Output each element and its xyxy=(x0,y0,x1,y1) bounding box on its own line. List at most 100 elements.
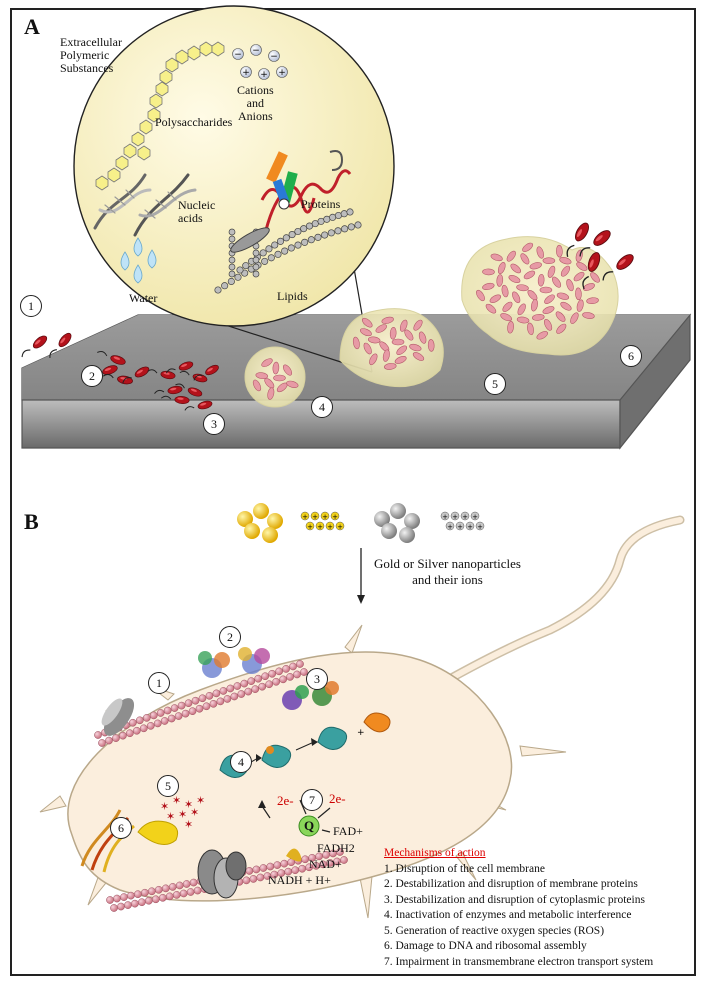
svg-text:+: + xyxy=(278,68,286,78)
biofilm-cell xyxy=(512,291,521,304)
eps-zoom-circle xyxy=(73,5,395,327)
eps-title: Extracellular Polymeric Substances xyxy=(60,35,122,75)
fad-label: FAD+ xyxy=(333,824,363,838)
ros-star-icon: ✶ xyxy=(172,794,181,807)
biofilm-cell xyxy=(383,363,397,370)
biofilm-stage-5 xyxy=(339,308,444,388)
ros-star-icon: ✶ xyxy=(184,798,193,811)
biofilm-cell xyxy=(520,253,530,265)
biofilm-cell xyxy=(542,257,556,264)
biofilm-cell xyxy=(575,287,582,301)
biofilm-cell xyxy=(523,270,536,280)
mechanisms-legend: Mechanisms of action 1. Disruption of th… xyxy=(384,846,684,970)
biofilm-cell xyxy=(508,275,521,283)
svg-text:+: + xyxy=(302,513,308,521)
legend-item-1: 1. Disruption of the cell membrane xyxy=(384,862,545,875)
etc-complex xyxy=(258,799,331,862)
mechanism-number-6: 6 xyxy=(110,817,132,839)
membrane-bilayer-top xyxy=(94,660,308,747)
biofilm-cell xyxy=(506,250,516,262)
biofilm-stage-4 xyxy=(244,346,306,408)
legend-item-4: 4. Inactivation of enzymes and metabolic… xyxy=(384,909,632,921)
biofilm-cell xyxy=(396,345,408,355)
biofilm-stage-6 xyxy=(461,236,619,356)
stage-number-4: 4 xyxy=(311,396,333,418)
legend-item-6: 6. Damage to DNA and ribosomal assembly xyxy=(384,940,587,952)
mechanism-number-1: 1 xyxy=(148,672,170,694)
svg-text:−: − xyxy=(270,52,278,62)
biofilm-cell xyxy=(556,292,570,300)
biofilm-cell xyxy=(582,312,595,319)
biofilm-cell xyxy=(544,318,553,331)
silver-nanoparticles xyxy=(374,503,420,543)
bacterium-icon xyxy=(566,222,589,257)
biofilm-cell xyxy=(560,265,571,277)
stage-number-6: 6 xyxy=(620,345,642,367)
biofilm-cell xyxy=(570,312,579,324)
biofilm-cell xyxy=(382,349,390,362)
biofilm-cell xyxy=(381,316,394,324)
bacterium-icon xyxy=(582,252,601,290)
bacterium-icon xyxy=(175,383,203,397)
biofilm-cell xyxy=(369,353,378,366)
polysaccharides-label: Polysaccharides xyxy=(155,115,233,129)
stage-number-2: 2 xyxy=(81,365,103,387)
biofilm-cell xyxy=(536,331,548,340)
svg-text:+: + xyxy=(327,523,333,531)
svg-text:+: + xyxy=(442,513,448,521)
mechanism-number-7: 7 xyxy=(301,789,323,811)
svg-text:+: + xyxy=(322,513,328,521)
biofilm-cell xyxy=(532,313,545,321)
biofilm-cell xyxy=(482,282,495,291)
q-label: Q xyxy=(304,818,315,833)
water-label: Water xyxy=(129,291,158,305)
biofilm-cell xyxy=(582,283,595,291)
biofilm-cell xyxy=(544,294,555,304)
biofilm-cell xyxy=(261,358,273,367)
cytoplasmic-proteins-3 xyxy=(282,681,339,710)
biofilm-cell xyxy=(412,352,425,361)
biofilm-cell xyxy=(559,257,572,265)
figure-frame xyxy=(10,8,696,976)
ros-star-icon: ✶ xyxy=(166,810,175,823)
stage-number-3: 3 xyxy=(203,413,225,435)
biofilm-cell xyxy=(427,339,435,352)
biofilm-cell xyxy=(476,289,485,302)
biofilm-cell xyxy=(501,284,509,298)
bacteria-stage-1 xyxy=(21,332,72,358)
nanoparticles-caption: Gold or Silver nanoparticles and their i… xyxy=(374,556,521,587)
svg-text:−: − xyxy=(234,50,242,60)
biofilm-cell xyxy=(255,372,269,380)
svg-text:+: + xyxy=(457,523,463,531)
mechanism-number-3: 3 xyxy=(306,668,328,690)
biofilm-cell xyxy=(267,387,275,400)
legend-item-3: 3. Destabilization and disruption of cyt… xyxy=(384,893,645,906)
bacterium-icon xyxy=(154,385,183,395)
water-drops-icon xyxy=(120,237,157,284)
mechanism-number-5: 5 xyxy=(157,775,179,797)
biofilm-cell xyxy=(272,361,280,375)
biofilm-cell xyxy=(517,303,526,316)
electron-right-label: 2e- xyxy=(329,791,346,806)
silver-ions: ++++++++ xyxy=(440,511,485,531)
stage-number-5: 5 xyxy=(484,373,506,395)
bacterium-icon xyxy=(602,254,634,281)
biofilm-cell xyxy=(547,265,556,278)
membrane-proteins-2 xyxy=(198,647,270,678)
bacterium-icon xyxy=(49,332,72,358)
biofilm-cell xyxy=(502,301,513,312)
svg-text:+: + xyxy=(307,523,313,531)
bacterium-icon xyxy=(166,361,194,374)
svg-text:+: + xyxy=(337,523,343,531)
panel-b-label: B xyxy=(24,509,39,534)
ros-star-icon: ✶ xyxy=(196,794,205,807)
biofilm-cell xyxy=(576,262,588,271)
cations-anions-label: Cations and Anions xyxy=(237,83,274,123)
surface-slab-side xyxy=(619,313,691,450)
biofilm-cell xyxy=(389,326,397,340)
svg-text:+: + xyxy=(312,513,318,521)
biofilm-cell xyxy=(516,284,529,292)
ros-star-icon: ✶ xyxy=(160,800,169,813)
svg-text:+: + xyxy=(317,523,323,531)
biofilm-cell xyxy=(489,294,502,304)
